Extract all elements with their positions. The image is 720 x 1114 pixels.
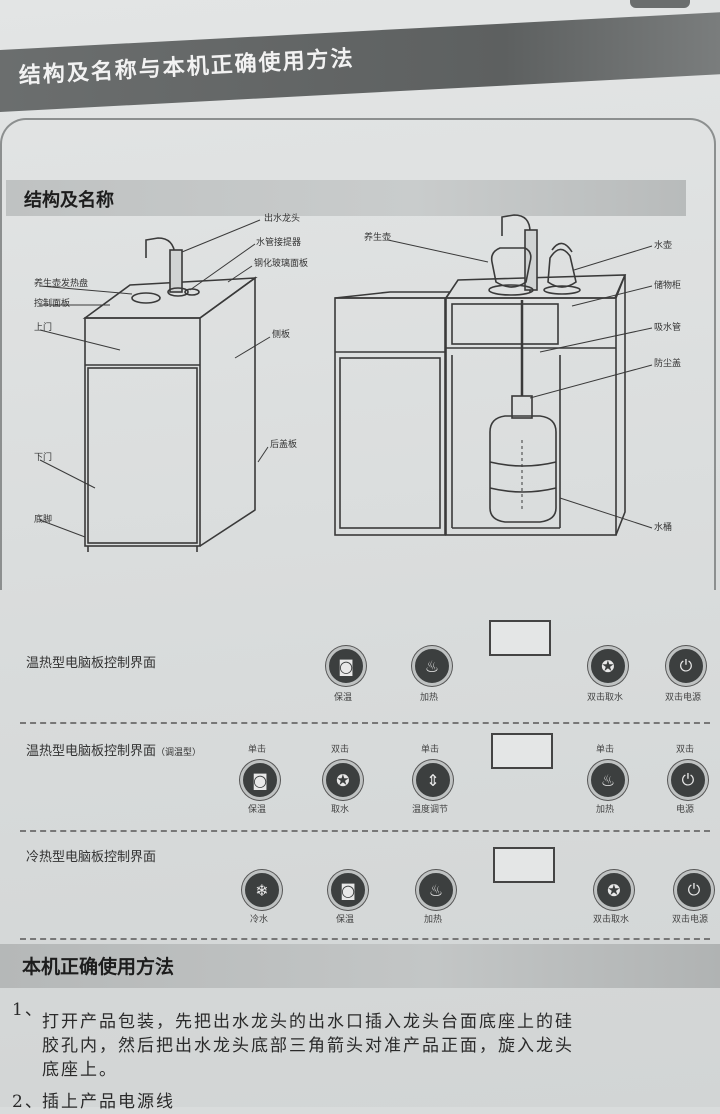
panel-1-display — [489, 620, 551, 656]
panel-2-title: 温热型电脑板控制界面（调温型） — [26, 740, 201, 759]
structure-title: 结构及名称 — [24, 190, 114, 211]
panel-2-caption-heat: 加热 — [595, 805, 614, 815]
label-suction-pipe: 吸水管 — [654, 323, 682, 333]
usage-title: 本机正确使用方法 — [22, 956, 175, 978]
label-back-panel: 后盖板 — [270, 440, 298, 450]
panel-2-caption-power: 电源 — [675, 805, 694, 815]
label-health-pot-pad: 养生壶发热盘 — [34, 279, 89, 289]
panel-3-caption-draw-water: 双击取水 — [592, 915, 629, 925]
structure-section-bar — [6, 180, 686, 216]
panel-2-display — [491, 733, 553, 769]
panel-2-top-4: 单击 — [595, 745, 614, 755]
label-lower-door: 下门 — [34, 453, 53, 463]
step-1-line-3: 底座上。 — [42, 1060, 118, 1080]
panel-2-caption-draw-water: 取水 — [330, 805, 349, 815]
label-bucket: 水桶 — [654, 523, 673, 533]
panel-3-caption-cold: 冷水 — [249, 915, 268, 925]
panel-2-top-2: 双击 — [330, 745, 349, 755]
panel-1-caption-power: 双击电源 — [664, 693, 701, 703]
panel-2-caption-keep-warm: 保温 — [247, 805, 266, 815]
panel-2-subtitle: （调温型） — [156, 748, 202, 758]
kettle-icon[interactable]: ♨ — [416, 870, 456, 910]
power-icon[interactable]: ⏻ — [666, 646, 706, 686]
kettle-icon[interactable]: ♨ — [588, 760, 628, 800]
divider-2 — [20, 830, 710, 832]
panel-3-caption-heat: 加热 — [423, 915, 442, 925]
water-icon[interactable]: ✪ — [588, 646, 628, 686]
label-outlet-faucet: 出水龙头 — [264, 214, 301, 224]
panel-3-caption-power: 双击电源 — [671, 915, 708, 925]
panel-3-display — [493, 847, 555, 883]
panel-1-title: 温热型电脑板控制界面 — [26, 656, 157, 671]
cup-icon[interactable]: ◙ — [326, 646, 366, 686]
panel-2-top-3: 单击 — [420, 745, 439, 755]
usage-section-bar — [0, 944, 720, 988]
panel-3-title: 冷热型电脑板控制界面 — [26, 850, 157, 865]
right-cabinet-drawing — [334, 214, 653, 536]
step-1-line-2: 胶孔内，然后把出水龙头底部三角箭头对准产品正面，旋入龙头 — [42, 1036, 574, 1056]
divider-1 — [20, 722, 710, 724]
kettle-icon[interactable]: ♨ — [412, 646, 452, 686]
panel-1-caption-draw-water: 双击取水 — [586, 693, 623, 703]
left-cabinet-drawing — [39, 219, 271, 552]
water-icon[interactable]: ✪ — [594, 870, 634, 910]
label-foot: 底脚 — [34, 515, 53, 525]
structure-frame — [0, 118, 716, 590]
step-1-number: 1、 — [12, 1000, 44, 1020]
label-control-panel: 控制面板 — [34, 299, 71, 309]
label-kettle: 水壶 — [654, 241, 673, 251]
step-1-line-1: 打开产品包装，先把出水龙头的出水口插入龙头台面底座上的硅 — [42, 1012, 574, 1032]
page-corner-shadow — [630, 0, 690, 8]
power-icon[interactable]: ⏻ — [668, 760, 708, 800]
panel-3-caption-keep-warm: 保温 — [335, 915, 354, 925]
step-2-line-1: 插上产品电源线 — [42, 1092, 175, 1112]
panel-2-caption-temp-adjust: 温度调节 — [411, 805, 448, 815]
panel-2-top-1: 单击 — [247, 745, 266, 755]
label-dust-cover: 防尘盖 — [654, 359, 682, 369]
temp-adjust-icon[interactable]: ⇕ — [413, 760, 453, 800]
label-upper-door: 上门 — [34, 323, 53, 333]
label-health-pot: 养生壶 — [364, 233, 392, 243]
panel-2-top-5: 双击 — [675, 745, 694, 755]
cup-icon[interactable]: ◙ — [328, 870, 368, 910]
label-tempered-glass: 钢化玻璃面板 — [254, 259, 309, 269]
label-storage-cabinet: 储物柜 — [654, 281, 682, 291]
structure-diagram — [39, 214, 653, 552]
snowflake-icon[interactable]: ❄ — [242, 870, 282, 910]
panel-1-caption-heat: 加热 — [419, 693, 438, 703]
water-icon[interactable]: ✪ — [323, 760, 363, 800]
power-icon[interactable]: ⏻ — [674, 870, 714, 910]
label-side-panel: 侧板 — [272, 330, 291, 340]
divider-3 — [20, 938, 710, 940]
label-water-pipe: 水管接提器 — [256, 238, 302, 248]
step-2-number: 2、 — [12, 1092, 44, 1112]
panel-1-caption-keep-warm: 保温 — [333, 693, 352, 703]
panel-2-title-text: 温热型电脑板控制界面 — [26, 744, 157, 759]
cup-icon[interactable]: ◙ — [240, 760, 280, 800]
